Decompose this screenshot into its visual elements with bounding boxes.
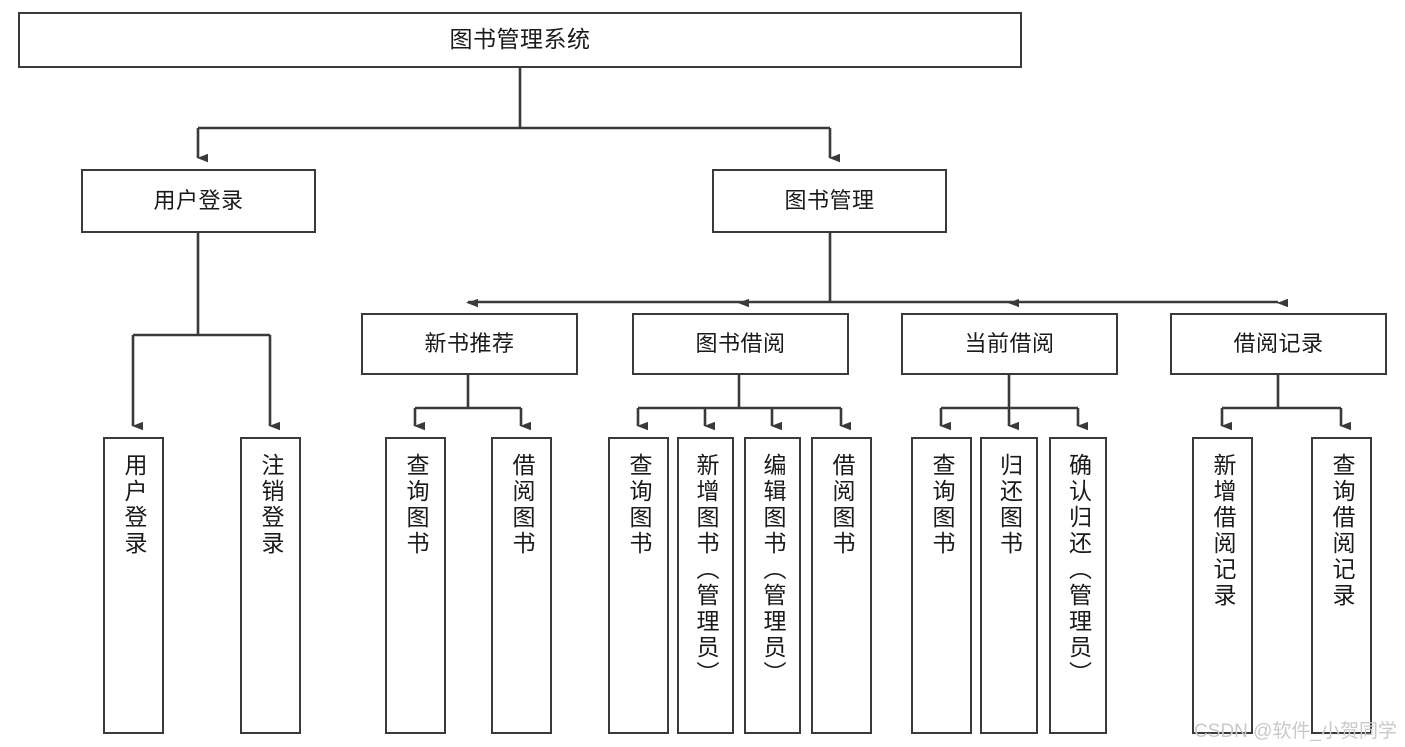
node-leaf-query-book-3[interactable]: 查询图书 [911, 437, 972, 734]
node-root-label: 图书管理系统 [449, 26, 591, 53]
node-borrow-record[interactable]: 借阅记录 [1170, 313, 1387, 375]
node-book-manage-label: 图书管理 [784, 187, 875, 213]
node-leaf-query-book-1[interactable]: 查询图书 [385, 437, 446, 734]
node-leaf-user-login-label: 用户登录 [121, 453, 147, 557]
node-leaf-return-book-label: 归还图书 [996, 453, 1023, 557]
node-leaf-edit-book[interactable]: 编辑图书（管理员） [744, 437, 801, 734]
node-current-borrow[interactable]: 当前借阅 [901, 313, 1118, 375]
node-leaf-user-logout[interactable]: 注销登录 [240, 437, 301, 734]
node-leaf-add-book-label: 新增图书（管理员） [693, 453, 719, 687]
node-leaf-query-record[interactable]: 查询借阅记录 [1311, 437, 1372, 734]
node-leaf-edit-book-label: 编辑图书（管理员） [760, 453, 786, 687]
node-user-login-label: 用户登录 [153, 187, 244, 213]
node-leaf-query-book-3-label: 查询图书 [929, 453, 955, 557]
node-leaf-add-book[interactable]: 新增图书（管理员） [677, 437, 734, 734]
node-leaf-confirm-return-label: 确认归还（管理员） [1065, 453, 1092, 687]
node-leaf-query-record-label: 查询借阅记录 [1329, 453, 1355, 609]
node-leaf-confirm-return[interactable]: 确认归还（管理员） [1049, 437, 1107, 734]
node-leaf-borrow-book-1-label: 借阅图书 [509, 453, 535, 557]
node-leaf-query-book-2-label: 查询图书 [626, 453, 652, 557]
node-leaf-query-book-2[interactable]: 查询图书 [608, 437, 669, 734]
node-user-login[interactable]: 用户登录 [81, 169, 316, 233]
node-leaf-add-record[interactable]: 新增借阅记录 [1192, 437, 1253, 734]
node-current-borrow-label: 当前借阅 [964, 330, 1055, 356]
node-leaf-return-book[interactable]: 归还图书 [980, 437, 1038, 734]
node-leaf-user-login[interactable]: 用户登录 [103, 437, 164, 734]
node-leaf-borrow-book-2-label: 借阅图书 [829, 453, 855, 557]
node-leaf-query-book-1-label: 查询图书 [403, 453, 429, 557]
node-new-book-recommend[interactable]: 新书推荐 [361, 313, 578, 375]
node-root[interactable]: 图书管理系统 [18, 12, 1022, 68]
node-borrow-record-label: 借阅记录 [1233, 330, 1324, 356]
node-leaf-user-logout-label: 注销登录 [258, 453, 284, 557]
csdn-watermark: CSDN @软件_小贺同学 [1194, 721, 1397, 742]
node-leaf-borrow-book-1[interactable]: 借阅图书 [491, 437, 552, 734]
node-new-book-recommend-label: 新书推荐 [424, 330, 515, 356]
node-leaf-borrow-book-2[interactable]: 借阅图书 [811, 437, 872, 734]
node-book-borrow-label: 图书借阅 [695, 330, 786, 356]
node-leaf-add-record-label: 新增借阅记录 [1210, 453, 1236, 609]
node-book-manage[interactable]: 图书管理 [712, 169, 947, 233]
node-book-borrow[interactable]: 图书借阅 [632, 313, 849, 375]
